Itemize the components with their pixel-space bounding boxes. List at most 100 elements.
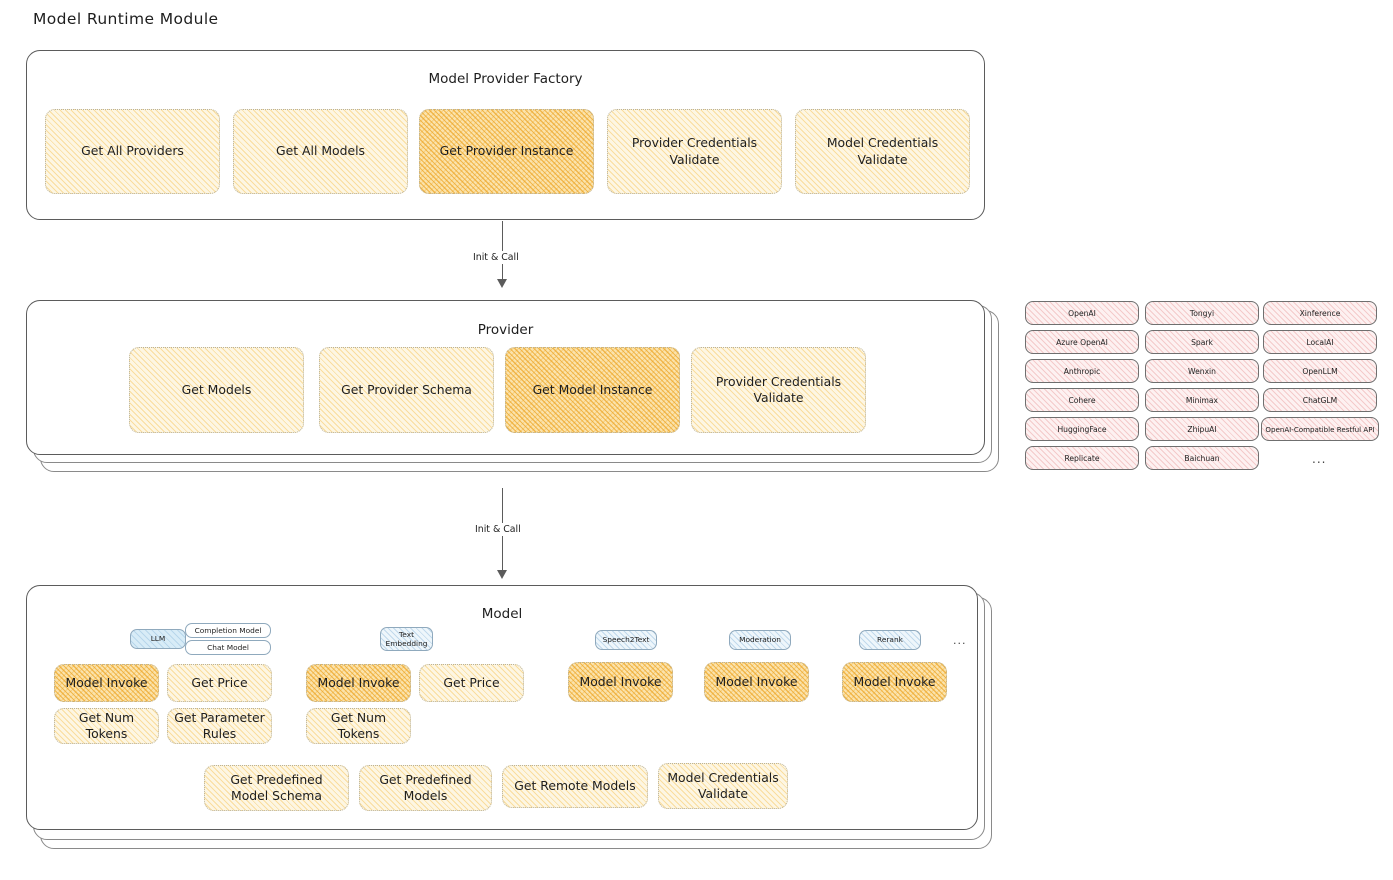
model-embedding-method-model-invoke[interactable]: Model Invoke [306, 664, 411, 702]
connector-factory-to-provider-arrowhead [497, 279, 507, 288]
page-title: Model Runtime Module [33, 10, 219, 28]
model-embedding-method-get-num-tokens[interactable]: Get Num Tokens [306, 708, 411, 744]
model-method-label: Model Invoke [579, 673, 662, 689]
model-method-label: Get Num Tokens [78, 709, 135, 741]
model-method-label: Model Invoke [715, 673, 798, 689]
provider-pill-cohere[interactable]: Cohere [1025, 388, 1139, 412]
model-type-label: Text Embedding [385, 629, 428, 648]
model-type-label: Completion Model [194, 625, 262, 635]
model-method-label: Model Credentials Validate [667, 769, 779, 801]
model-shared-method-model-credentials-validate[interactable]: Model Credentials Validate [658, 763, 788, 809]
provider-method-label: Get Models [181, 381, 252, 397]
provider-pill-chatglm[interactable]: ChatGLM [1263, 388, 1377, 412]
provider-pill-label: LocalAI [1306, 337, 1334, 347]
provider-pill-label: Xinference [1299, 308, 1341, 318]
factory-method-get-provider-instance[interactable]: Get Provider Instance [419, 109, 594, 194]
provider-method-get-models[interactable]: Get Models [129, 347, 304, 433]
provider-pill-label: Replicate [1064, 453, 1100, 463]
provider-pill-baichuan[interactable]: Baichuan [1145, 446, 1259, 470]
connector-provider-to-model-label: Init & Call [471, 523, 525, 536]
provider-pill-label: ZhipuAI [1187, 424, 1217, 434]
model-shared-method-get-remote-models[interactable]: Get Remote Models [502, 765, 648, 808]
model-type-tag-llm[interactable]: LLM [130, 629, 186, 649]
provider-pill-openai-compatible-restful-api[interactable]: OpenAI-Compatible Restful API [1261, 417, 1379, 441]
model-title: Model [481, 606, 523, 622]
model-llm-method-model-invoke[interactable]: Model Invoke [54, 664, 159, 702]
model-type-label: Rerank [877, 635, 903, 645]
provider-pill-label: Baichuan [1184, 453, 1220, 463]
model-method-label: Model Invoke [65, 674, 148, 690]
provider-list-more-ellipsis: ... [1312, 452, 1327, 466]
model-type-tag-completion-model[interactable]: Completion Model [185, 623, 271, 638]
provider-pill-label: Cohere [1068, 395, 1096, 405]
model-moderation-method-model-invoke[interactable]: Model Invoke [704, 662, 809, 702]
provider-pill-openllm[interactable]: OpenLLM [1263, 359, 1377, 383]
provider-method-label: Get Model Instance [532, 381, 653, 397]
provider-pill-anthropic[interactable]: Anthropic [1025, 359, 1139, 383]
model-method-label: Get Predefined Model Schema [230, 771, 323, 803]
provider-section: Provider Get Models Get Provider Schema … [26, 300, 985, 455]
model-type-tag-speech2text[interactable]: Speech2Text [595, 630, 657, 650]
model-shared-method-get-predefined-models[interactable]: Get Predefined Models [359, 765, 492, 811]
factory-method-get-all-models[interactable]: Get All Models [233, 109, 408, 194]
model-method-label: Get Price [443, 674, 500, 690]
provider-pill-label: Azure OpenAI [1056, 337, 1108, 347]
model-method-label: Get Remote Models [514, 778, 636, 794]
model-section: Model LLM Completion Model Chat Model Te… [26, 585, 978, 830]
factory-method-label: Get All Models [276, 143, 365, 159]
provider-method-label: Get Provider Schema [341, 381, 472, 397]
provider-pill-huggingface[interactable]: HuggingFace [1025, 417, 1139, 441]
factory-method-provider-credentials-validate[interactable]: Provider Credentials Validate [607, 109, 782, 194]
provider-pill-label: OpenLLM [1302, 366, 1338, 376]
model-shared-method-get-predefined-model-schema[interactable]: Get Predefined Model Schema [204, 765, 349, 811]
model-method-label: Model Invoke [317, 674, 400, 690]
model-llm-method-get-num-tokens[interactable]: Get Num Tokens [54, 708, 159, 744]
provider-method-provider-credentials-validate[interactable]: Provider Credentials Validate [691, 347, 866, 433]
model-type-tag-rerank[interactable]: Rerank [859, 630, 921, 650]
model-type-tag-moderation[interactable]: Moderation [729, 630, 791, 650]
provider-title: Provider [477, 322, 534, 338]
factory-method-label: Get All Providers [81, 143, 184, 159]
provider-pill-label: Minimax [1185, 395, 1219, 405]
provider-pill-wenxin[interactable]: Wenxin [1145, 359, 1259, 383]
factory-method-label: Provider Credentials Validate [631, 135, 758, 167]
provider-pill-label: OpenAI [1068, 308, 1096, 318]
provider-pill-replicate[interactable]: Replicate [1025, 446, 1139, 470]
model-speech2text-method-model-invoke[interactable]: Model Invoke [568, 662, 673, 702]
model-provider-factory-title: Model Provider Factory [428, 71, 583, 87]
provider-method-get-model-instance[interactable]: Get Model Instance [505, 347, 680, 433]
provider-pill-label: OpenAI-Compatible Restful API [1265, 424, 1375, 434]
model-method-label: Get Predefined Models [379, 771, 472, 803]
provider-pill-spark[interactable]: Spark [1145, 330, 1259, 354]
model-type-tag-text-embedding[interactable]: Text Embedding [380, 627, 433, 651]
provider-pill-zhipuai[interactable]: ZhipuAI [1145, 417, 1259, 441]
model-llm-method-get-price[interactable]: Get Price [167, 664, 272, 702]
factory-method-label: Model Credentials Validate [826, 135, 939, 167]
model-method-label: Get Price [191, 674, 248, 690]
model-method-label: Get Num Tokens [330, 709, 387, 741]
factory-method-get-all-providers[interactable]: Get All Providers [45, 109, 220, 194]
provider-pill-localai[interactable]: LocalAI [1263, 330, 1377, 354]
factory-method-model-credentials-validate[interactable]: Model Credentials Validate [795, 109, 970, 194]
provider-pill-openai[interactable]: OpenAI [1025, 301, 1139, 325]
model-type-label: Speech2Text [602, 635, 650, 645]
provider-pill-minimax[interactable]: Minimax [1145, 388, 1259, 412]
provider-pill-label: Tongyi [1189, 308, 1215, 318]
model-embedding-method-get-price[interactable]: Get Price [419, 664, 524, 702]
provider-pill-azure-openai[interactable]: Azure OpenAI [1025, 330, 1139, 354]
factory-method-label: Get Provider Instance [439, 143, 574, 159]
provider-pill-label: HuggingFace [1057, 424, 1107, 434]
model-type-label: Moderation [739, 635, 781, 645]
provider-pill-label: Anthropic [1063, 366, 1101, 376]
model-method-label: Model Invoke [853, 673, 936, 689]
model-llm-method-get-parameter-rules[interactable]: Get Parameter Rules [167, 708, 272, 744]
model-type-label: Chat Model [207, 642, 249, 652]
model-types-more-ellipsis: ... [953, 634, 967, 647]
provider-pill-xinference[interactable]: Xinference [1263, 301, 1377, 325]
model-type-tag-chat-model[interactable]: Chat Model [185, 640, 271, 655]
provider-method-get-provider-schema[interactable]: Get Provider Schema [319, 347, 494, 433]
connector-provider-to-model-arrowhead [497, 570, 507, 579]
model-method-label: Get Parameter Rules [174, 709, 265, 741]
model-rerank-method-model-invoke[interactable]: Model Invoke [842, 662, 947, 702]
provider-pill-tongyi[interactable]: Tongyi [1145, 301, 1259, 325]
